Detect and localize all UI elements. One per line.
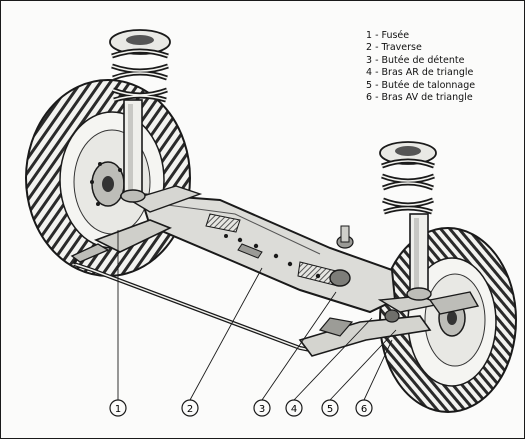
legend-item: 3 - Butée de détente	[366, 54, 465, 66]
legend-item: 2 - Traverse	[366, 42, 422, 54]
right-strut	[406, 213, 432, 301]
svg-text:3: 3	[259, 404, 265, 415]
left-coil-spring	[109, 29, 171, 103]
callout-4: 4	[285, 399, 303, 417]
svg-text:2: 2	[187, 404, 193, 415]
callout-5: 5	[321, 399, 339, 417]
legend: 1 - Fusée 2 - Traverse 3 - Butée de déte…	[366, 30, 475, 104]
legend-item: 4 - Bras AR de triangle	[366, 67, 474, 79]
crossmember	[138, 192, 397, 314]
callout-2: 2	[181, 399, 199, 417]
left-strut	[120, 99, 146, 203]
callout-6: 6	[355, 399, 373, 417]
callout-3: 3	[253, 399, 271, 417]
legend-item: 6 - Bras AV de triangle	[366, 92, 473, 104]
leader-3	[261, 291, 337, 401]
bump-stops	[329, 225, 400, 323]
leader-4	[293, 317, 373, 401]
callout-1: 1	[109, 399, 127, 417]
left-wheel	[25, 79, 191, 277]
leader-2	[189, 267, 263, 401]
leader-lines	[117, 230, 397, 401]
svg-text:6: 6	[361, 404, 367, 415]
callouts: 1 2 3 4 5 6	[109, 399, 373, 417]
svg-text:5: 5	[327, 404, 333, 415]
legend-item: 5 - Butée de talonnage	[366, 79, 476, 91]
legend-item: 1 - Fusée	[366, 30, 410, 41]
svg-text:4: 4	[291, 404, 297, 415]
svg-text:1: 1	[115, 404, 121, 415]
leader-6	[363, 339, 393, 401]
leader-5	[329, 329, 397, 401]
right-lower-arms	[298, 291, 480, 357]
left-lower-arm	[70, 185, 203, 263]
right-coil-spring	[379, 141, 437, 215]
